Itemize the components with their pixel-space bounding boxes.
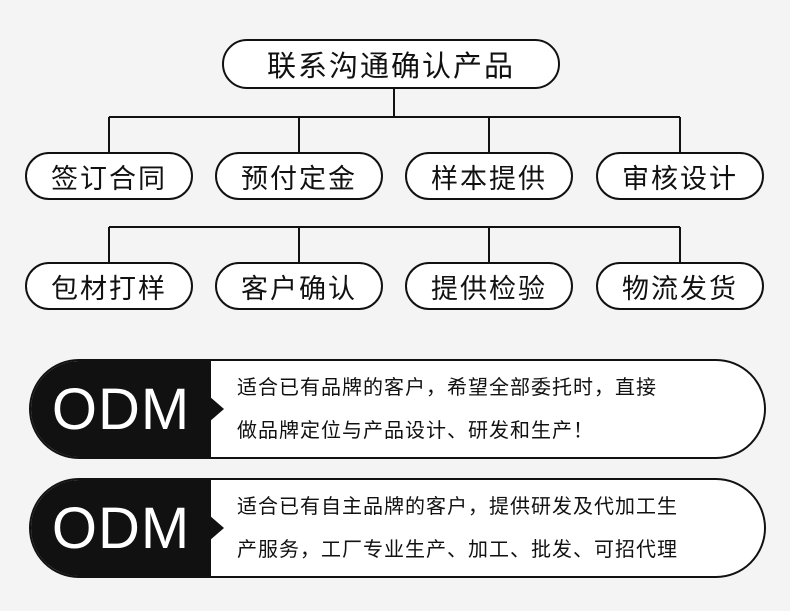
step-row1-2: 预付定金 <box>215 152 383 200</box>
step-row1-4: 审核设计 <box>596 152 764 200</box>
step-row1-1: 签订合同 <box>25 152 193 200</box>
step-row1-3: 样本提供 <box>405 152 573 200</box>
odm-description-1: 适合已有品牌的客户，希望全部委托时，直接 做品牌定位与产品设计、研发和生产！ <box>237 361 740 457</box>
odm-description-1-line-2: 做品牌定位与产品设计、研发和生产！ <box>237 418 594 442</box>
step-row2-3: 提供检验 <box>405 262 573 310</box>
odm-description-2-line-2: 产服务，工厂专业生产、加工、批发、可招代理 <box>237 537 678 561</box>
odm-tag-1: ODM <box>31 361 211 457</box>
odm-card-1: ODM 适合已有品牌的客户，希望全部委托时，直接 做品牌定位与产品设计、研发和生… <box>29 359 766 459</box>
odm-tag-2: ODM <box>31 480 211 576</box>
step-row2-2: 客户确认 <box>215 262 383 310</box>
odm-description-2: 适合已有自主品牌的客户，提供研发及代加工生 产服务，工厂专业生产、加工、批发、可… <box>237 480 740 576</box>
step-row2-4: 物流发货 <box>596 262 764 310</box>
step-top: 联系沟通确认产品 <box>222 39 560 89</box>
odm-card-2: ODM 适合已有自主品牌的客户，提供研发及代加工生 产服务，工厂专业生产、加工、… <box>29 478 766 578</box>
step-row2-1: 包材打样 <box>25 262 193 310</box>
odm-description-2-line-1: 适合已有自主品牌的客户，提供研发及代加工生 <box>237 494 678 518</box>
tag-pointer-2 <box>209 515 224 541</box>
odm-description-1-line-1: 适合已有品牌的客户，希望全部委托时，直接 <box>237 375 657 399</box>
tag-pointer-1 <box>209 396 224 422</box>
